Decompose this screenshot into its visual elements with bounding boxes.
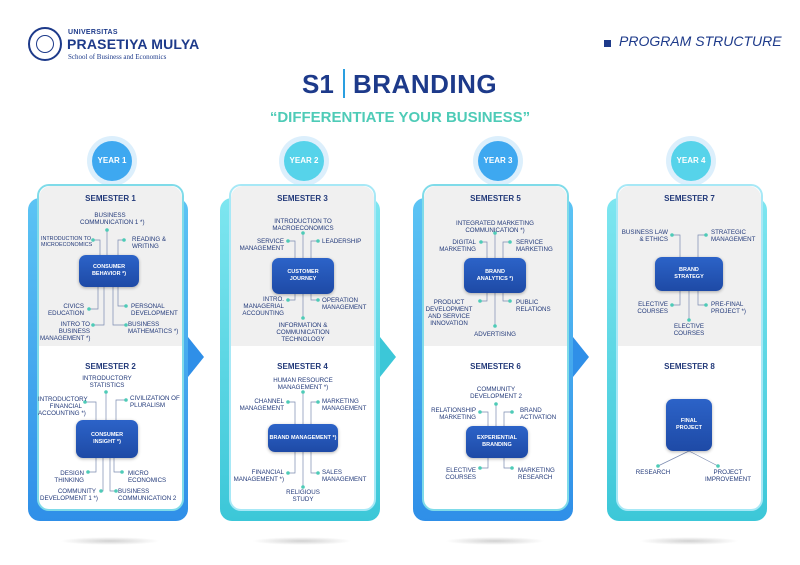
semester-2-title: SEMESTER 2 bbox=[85, 362, 136, 371]
year-2-arrow-icon bbox=[380, 337, 396, 377]
column-shadow bbox=[639, 537, 739, 545]
core-line: BRAND bbox=[269, 434, 290, 441]
year-1-badge: YEAR 1 bbox=[92, 141, 132, 181]
core-line: BRANDING bbox=[482, 442, 512, 448]
core-line: CONSUMER bbox=[90, 432, 124, 439]
university-seal-logo bbox=[28, 27, 62, 61]
course-research: RESEARCH bbox=[635, 469, 671, 476]
core-line: BEHAVIOR *) bbox=[91, 271, 127, 277]
logo-universitas-label: UNIVERSITAS bbox=[68, 29, 118, 36]
semester-4-core-course: BRAND MANAGEMENT *) bbox=[268, 424, 338, 452]
semester-8-title: SEMESTER 8 bbox=[664, 362, 715, 371]
course-business-law-ethics: BUSINESS LAW& ETHICS bbox=[621, 229, 668, 244]
semester-3-title: SEMESTER 3 bbox=[277, 194, 328, 203]
section-title: PROGRAM STRUCTURE bbox=[619, 33, 782, 49]
year-4-badge: YEAR 4 bbox=[671, 141, 711, 181]
degree-label: S1 bbox=[302, 69, 334, 99]
title-divider bbox=[343, 69, 345, 98]
core-line: JOURNEY bbox=[289, 276, 317, 282]
semester-1-title: SEMESTER 1 bbox=[85, 194, 136, 203]
core-line: MANAGEMENT *) bbox=[290, 434, 337, 441]
course-reading-writing: READING &WRITING bbox=[132, 236, 167, 251]
core-line: BRAND bbox=[679, 267, 699, 274]
course-leadership: LEADERSHIP bbox=[322, 238, 362, 245]
core-line: FINAL bbox=[680, 418, 698, 425]
section-marker-icon bbox=[604, 40, 611, 47]
year-3-arrow-icon bbox=[573, 337, 589, 377]
core-line: CUSTOMER bbox=[287, 269, 319, 276]
core-line: EXPERIENTIAL bbox=[476, 435, 518, 442]
semester-6-title: SEMESTER 6 bbox=[470, 362, 521, 371]
column-shadow bbox=[252, 537, 352, 545]
core-line: PROJECT bbox=[676, 425, 702, 431]
core-line: CONSUMER bbox=[92, 264, 126, 271]
program-title: BRANDING bbox=[353, 69, 498, 99]
year-3-badge: YEAR 3 bbox=[478, 141, 518, 181]
column-shadow bbox=[445, 537, 545, 545]
year-1-arrow-icon bbox=[188, 337, 204, 377]
semester-4-title: SEMESTER 4 bbox=[277, 362, 328, 371]
program-tagline: “DIFFERENTIATE YOUR BUSINESS” bbox=[269, 109, 531, 126]
year-2-badge: YEAR 2 bbox=[284, 141, 324, 181]
core-line: ANALYTICS *) bbox=[476, 275, 514, 282]
semester-5-title: SEMESTER 5 bbox=[470, 194, 521, 203]
logo-university-name: PRASETIYA MULYA bbox=[67, 36, 200, 52]
course-advertising: ADVERTISING bbox=[474, 331, 516, 338]
column-shadow bbox=[60, 537, 160, 545]
core-line: BRAND bbox=[485, 268, 505, 275]
core-line: STRATEGY bbox=[674, 274, 704, 280]
logo-school-name: School of Business and Economics bbox=[68, 53, 167, 61]
semester-7-title: SEMESTER 7 bbox=[664, 194, 715, 203]
core-line: INSIGHT *) bbox=[93, 439, 121, 445]
